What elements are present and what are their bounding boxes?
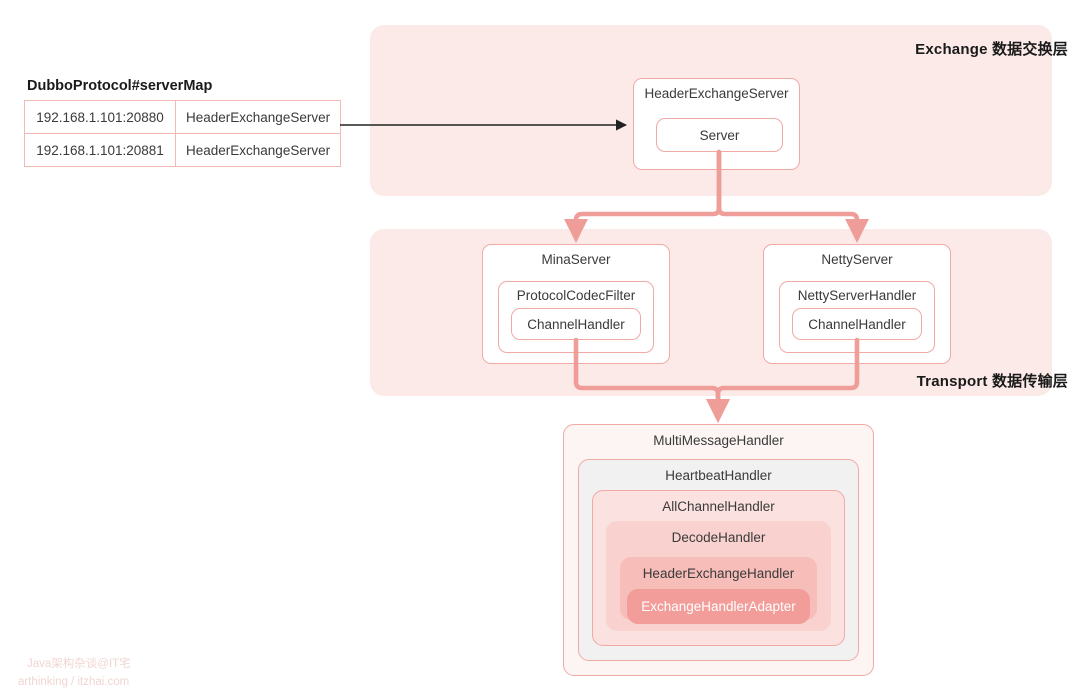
netty-server-handler-label: NettyServerHandler — [797, 288, 917, 303]
mina-server-label: MinaServer — [541, 252, 611, 267]
handler-level-label: ExchangeHandlerAdapter — [641, 598, 796, 614]
table-row: 192.168.1.101:20881 HeaderExchangeServer — [24, 133, 342, 167]
table-cell-server: HeaderExchangeServer — [174, 100, 342, 134]
watermark-line-1: Java架构杂谈@IT宅 — [27, 658, 131, 670]
netty-server-label: NettyServer — [821, 252, 893, 267]
server-map-title: DubboProtocol#serverMap — [27, 78, 213, 94]
table-cell-server: HeaderExchangeServer — [174, 133, 342, 167]
table-cell-address: 192.168.1.101:20880 — [24, 100, 176, 134]
transport-layer-label: Transport 数据传输层 — [916, 373, 1068, 390]
netty-channel-handler-label: ChannelHandler — [808, 316, 906, 332]
header-exchange-server-label: HeaderExchangeServer — [644, 86, 789, 101]
netty-channel-handler-box: ChannelHandler — [792, 308, 922, 340]
handler-level-label: AllChannelHandler — [662, 499, 775, 514]
exchange-layer-label: Exchange 数据交换层 — [915, 41, 1068, 58]
handler-level-label: HeaderExchangeHandler — [642, 566, 795, 581]
server-label: Server — [699, 127, 740, 143]
handler-level-label: MultiMessageHandler — [653, 433, 784, 448]
handler-level-label: HeartbeatHandler — [665, 468, 772, 483]
mina-channel-handler-label: ChannelHandler — [527, 316, 625, 332]
table-row: 192.168.1.101:20880 HeaderExchangeServer — [24, 100, 342, 134]
protocol-codec-filter-label: ProtocolCodecFilter — [516, 288, 636, 303]
server-box: Server — [656, 118, 783, 152]
table-cell-address: 192.168.1.101:20881 — [24, 133, 176, 167]
handler-level-exchange-handler-adapter: ExchangeHandlerAdapter — [627, 589, 810, 624]
server-map-table: 192.168.1.101:20880 HeaderExchangeServer… — [24, 100, 342, 167]
handler-level-label: DecodeHandler — [671, 530, 766, 545]
mina-channel-handler-box: ChannelHandler — [511, 308, 641, 340]
watermark-line-2: arthinking / itzhai.com — [18, 676, 130, 688]
